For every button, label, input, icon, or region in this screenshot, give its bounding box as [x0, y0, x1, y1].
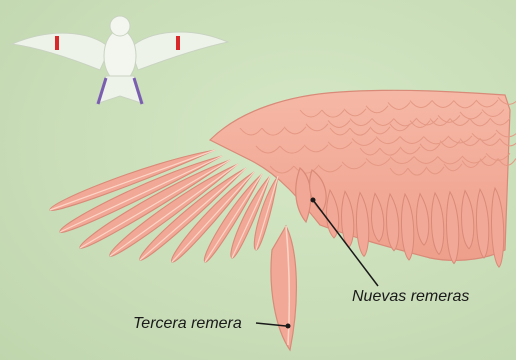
feather-shaft	[256, 176, 278, 250]
label-new-feathers: Nuevas remeras	[352, 288, 469, 306]
leader-dot-new-feathers	[311, 198, 316, 203]
third-primary-feather	[271, 226, 296, 350]
bird-overview-icon	[12, 16, 228, 104]
molt-marker-right	[176, 36, 180, 50]
label-third-feather: Tercera remera	[133, 315, 242, 333]
molt-marker-left	[55, 36, 59, 50]
leader-dot-third-feather	[286, 324, 291, 329]
wing	[50, 90, 516, 350]
